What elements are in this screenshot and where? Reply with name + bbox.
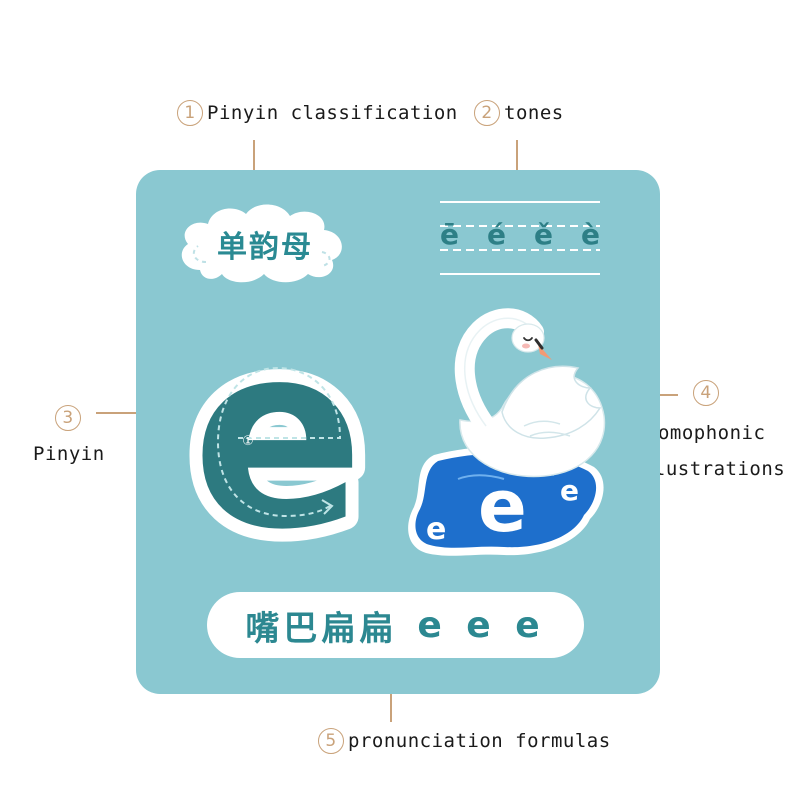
tone-1: ē xyxy=(440,218,459,251)
rhyme-pill: 嘴巴扁扁 e e e xyxy=(207,592,584,658)
tone-2: é xyxy=(487,218,506,251)
leader-line-1 xyxy=(253,140,255,188)
tone-4: è xyxy=(581,218,600,251)
callout-label-1: Pinyin classification xyxy=(207,102,458,124)
callout-label-3: Pinyin xyxy=(33,443,105,465)
leader-line-2 xyxy=(516,140,518,188)
letter-e-outline: e xyxy=(192,320,365,560)
puddle-letter-small: e xyxy=(426,512,447,547)
callout-number-5: 5 xyxy=(318,728,344,754)
callout-number-1: 1 xyxy=(177,100,203,126)
tone-guide-lines xyxy=(440,201,600,275)
stroke-number: ① xyxy=(242,434,254,449)
big-letter-e: e e ① xyxy=(180,320,377,560)
tone-marks: ē é ě è xyxy=(440,218,600,251)
callout-number-4: 4 xyxy=(693,380,719,406)
leader-line-5 xyxy=(390,668,392,722)
tone-3: ě xyxy=(534,218,553,251)
cloud-icon xyxy=(181,204,342,283)
callout-pinyin-classification: 1 Pinyin classification xyxy=(177,100,458,126)
callout-pinyin: 3 xyxy=(55,405,85,431)
callout-label-2: tones xyxy=(504,102,564,124)
callout-label-5: pronunciation formulas xyxy=(348,730,611,752)
callout-label-4-line2: illustrations xyxy=(630,458,786,480)
letter-e-fill: e xyxy=(192,320,365,560)
callout-label-4-line1: homophonic xyxy=(646,422,766,444)
callout-tones: 2 tones xyxy=(474,100,564,126)
swan-icon xyxy=(454,308,606,478)
leader-line-3 xyxy=(96,412,148,414)
puddle-letter-big: e xyxy=(478,464,527,548)
rhyme-chinese: 嘴巴扁扁 xyxy=(245,608,398,649)
callout-pronunciation: 5 pronunciation formulas xyxy=(318,728,611,754)
callout-homophonic: 4 xyxy=(693,380,723,406)
callout-number-3: 3 xyxy=(55,405,81,431)
callout-number-2: 2 xyxy=(474,100,500,126)
classification-label: 单韵母 xyxy=(217,230,313,265)
rhyme-pinyin: e e e xyxy=(417,604,546,646)
puddle-letter-right: e xyxy=(560,474,579,507)
